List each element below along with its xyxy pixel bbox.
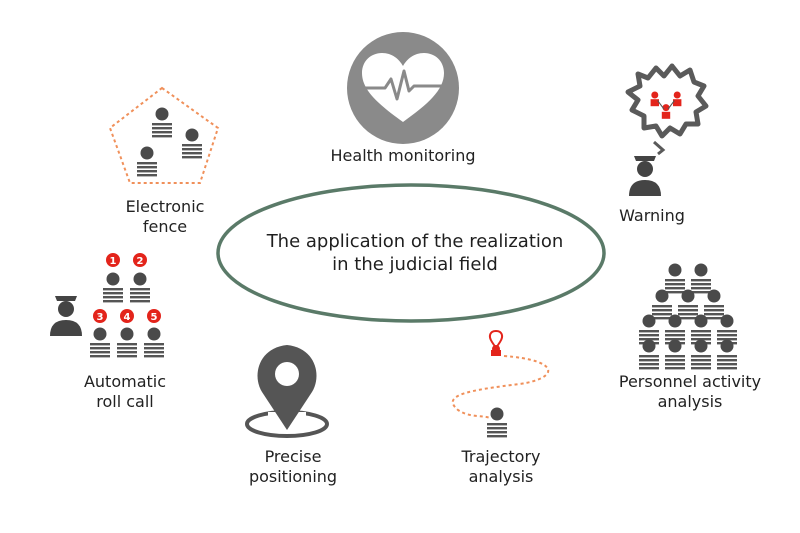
trajectory-analysis-label-line2: analysis xyxy=(468,467,534,486)
trajectory-icon xyxy=(451,329,550,438)
precise-positioning-label-line2: positioning xyxy=(248,467,338,486)
location-pin-icon xyxy=(245,345,329,438)
automatic-roll-call-label-line1: Automatic xyxy=(83,372,167,391)
trajectory-analysis-label: Trajectory analysis xyxy=(446,447,556,487)
automatic-roll-call-label: Automatic roll call xyxy=(70,372,180,412)
rollcall-badge-label: 4 xyxy=(124,312,131,323)
rollcall-badge-1 xyxy=(106,253,120,267)
personnel-activity-analysis-label-line1: Personnel activity xyxy=(618,372,762,391)
center-ellipse xyxy=(216,183,606,323)
rollcall-badge-3 xyxy=(93,309,107,323)
electronic-fence-label: Electronic fence xyxy=(110,197,220,237)
rollcall-badge-label: 2 xyxy=(137,256,144,267)
center-title: The application of the realization in th… xyxy=(230,230,600,276)
heart-icon xyxy=(347,32,459,144)
rollcall-badge-5 xyxy=(147,309,161,323)
precise-positioning-label-line1: Precise xyxy=(264,447,322,466)
rollcall-badge-label: 3 xyxy=(97,312,104,323)
trajectory-analysis-label-line1: Trajectory xyxy=(461,447,541,466)
rollcall-badge-4 xyxy=(120,309,134,323)
center-title-line1: The application of the realization xyxy=(266,231,564,252)
rollcall-icon: 1 2 3 4 5 xyxy=(50,253,164,358)
rollcall-badge-label: 1 xyxy=(110,256,117,267)
personnel-activity-analysis-label-line2: analysis xyxy=(657,392,723,411)
rollcall-badge-label: 5 xyxy=(151,312,158,323)
electronic-fence-label-line1: Electronic xyxy=(125,197,205,216)
personnel-pyramid-icon xyxy=(639,263,737,370)
warning-icon xyxy=(625,63,709,196)
health-monitoring-label: Health monitoring xyxy=(330,146,476,165)
fence-icon xyxy=(108,86,220,184)
rollcall-badge-2 xyxy=(133,253,147,267)
precise-positioning-label: Precise positioning xyxy=(238,447,348,487)
personnel-activity-analysis-label: Personnel activity analysis xyxy=(600,372,780,412)
electronic-fence-label-line2: fence xyxy=(142,217,188,236)
center-title-line2: in the judicial field xyxy=(332,254,498,275)
automatic-roll-call-label-line2: roll call xyxy=(96,392,154,411)
warning-label: Warning xyxy=(619,206,685,225)
